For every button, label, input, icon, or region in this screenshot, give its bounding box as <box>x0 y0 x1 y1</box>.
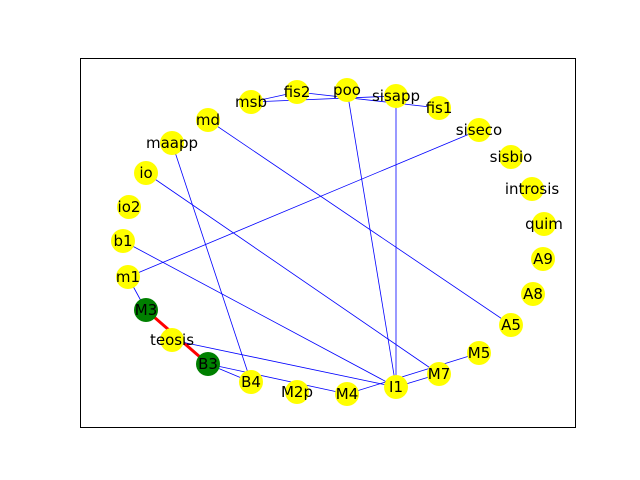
node-label-m1: m1 <box>116 268 140 286</box>
node-fis1 <box>427 96 451 120</box>
node-m1 <box>116 265 140 289</box>
node-label-A9: A9 <box>533 250 553 268</box>
node-msb <box>239 90 263 114</box>
node-B3 <box>196 352 220 376</box>
edge-teosis-I1 <box>171 339 397 388</box>
node-label-B3: B3 <box>198 355 218 373</box>
plot-frame <box>80 58 576 428</box>
node-label-A5: A5 <box>501 316 521 334</box>
node-label-B4: B4 <box>241 373 261 391</box>
node-B4 <box>239 370 263 394</box>
edge-md-A5 <box>207 119 512 326</box>
node-sisbio <box>499 145 523 169</box>
node-label-fis1: fis1 <box>426 99 453 117</box>
node-A9 <box>531 247 555 271</box>
node-M7 <box>427 362 451 386</box>
edge-maapp-B4 <box>171 142 252 383</box>
node-label-poo: poo <box>333 81 361 99</box>
node-label-md: md <box>196 111 220 129</box>
node-label-io: io <box>139 164 152 182</box>
edge-msb-sisapp <box>250 95 397 103</box>
node-label-quim: quim <box>525 215 563 233</box>
node-label-A8: A8 <box>523 285 543 303</box>
node-A8 <box>521 282 545 306</box>
node-label-M2p: M2p <box>281 383 313 401</box>
node-teosis <box>160 328 184 352</box>
node-label-M4: M4 <box>336 385 359 403</box>
node-label-siseco: siseco <box>456 121 502 139</box>
node-siseco <box>467 118 491 142</box>
node-label-fis2: fis2 <box>284 83 311 101</box>
node-label-teosis: teosis <box>150 331 194 349</box>
edge-B3-M4 <box>207 363 348 395</box>
node-label-M3: M3 <box>135 301 158 319</box>
node-io2 <box>117 195 141 219</box>
nodes-layer <box>111 78 556 406</box>
node-M5 <box>467 341 491 365</box>
node-md <box>196 108 220 132</box>
edge-siseco-m1 <box>127 129 480 278</box>
edge-fis2-fis1 <box>296 91 440 109</box>
node-label-sisbio: sisbio <box>490 148 533 166</box>
labels-layer: fis2 poo sisapp msb fis1 md siseco maapp sisbio i… <box>113 81 562 403</box>
node-label-introsis: introsis <box>505 180 560 198</box>
node-M4 <box>335 382 359 406</box>
node-label-sisapp: sisapp <box>372 87 420 105</box>
node-M2p <box>285 380 309 404</box>
node-label-M5: M5 <box>468 344 491 362</box>
edge-M4-M5 <box>346 352 480 395</box>
node-I1 <box>384 375 408 399</box>
node-fis2 <box>285 80 309 104</box>
node-M3 <box>134 298 158 322</box>
node-label-b1: b1 <box>113 232 132 250</box>
node-label-M7: M7 <box>428 365 451 383</box>
node-maapp <box>160 131 184 155</box>
node-poo <box>335 78 359 102</box>
node-io <box>134 161 158 185</box>
edge-poo-I1 <box>346 89 397 388</box>
node-label-io2: io2 <box>118 198 141 216</box>
edge-io-M7 <box>145 172 440 375</box>
node-b1 <box>111 229 135 253</box>
node-label-maapp: maapp <box>146 134 198 152</box>
node-sisapp <box>384 84 408 108</box>
node-A5 <box>499 313 523 337</box>
node-quim <box>532 212 556 236</box>
node-label-I1: I1 <box>389 378 403 396</box>
node-introsis <box>520 177 544 201</box>
node-label-msb: msb <box>235 93 267 111</box>
edge-b1-I1 <box>122 240 397 388</box>
